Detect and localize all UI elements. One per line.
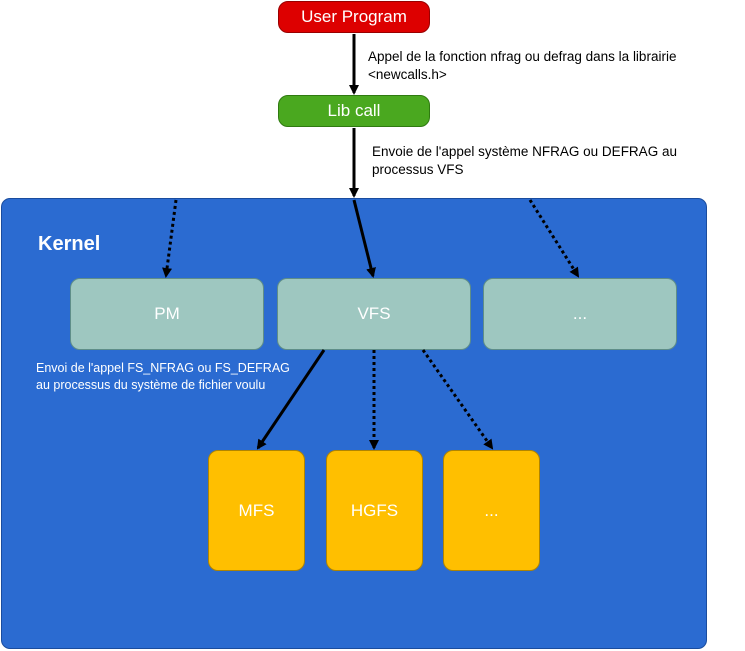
hgfs-node: HGFS xyxy=(326,450,423,571)
annotation-fs-call: Envoi de l'appel FS_NFRAG ou FS_DEFRAG a… xyxy=(36,361,290,392)
annotation-syscall: Envoie de l'appel système NFRAG ou DEFRA… xyxy=(372,144,677,177)
kernel-title: Kernel xyxy=(38,233,101,255)
pm-process-node: PM xyxy=(70,278,264,350)
annotation-lib-call: Appel de la fonction nfrag ou defrag dan… xyxy=(368,49,677,82)
more-filesystems-node: ... xyxy=(443,450,540,571)
user-program-node: User Program xyxy=(278,1,430,33)
lib-call-node: Lib call xyxy=(278,95,430,127)
more-processes-node: ... xyxy=(483,278,677,350)
kernel-container xyxy=(1,198,707,649)
mfs-node: MFS xyxy=(208,450,305,571)
vfs-process-node: VFS xyxy=(277,278,471,350)
